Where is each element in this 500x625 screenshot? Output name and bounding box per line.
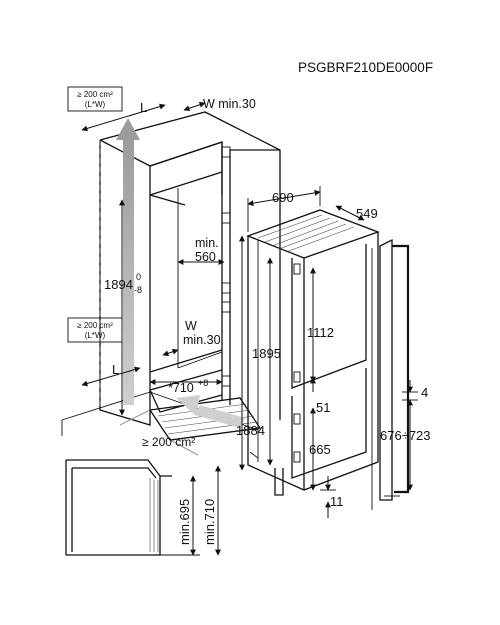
svg-text:min.: min. bbox=[195, 236, 219, 250]
niche-dimensions: L W min.30 1894 0 -8 min. 560 W min.30 L… bbox=[81, 97, 256, 416]
hinge-icon bbox=[221, 301, 231, 313]
hinge-bottom-icon bbox=[221, 375, 231, 387]
svg-text:690: 690 bbox=[272, 190, 294, 205]
svg-text:-8: -8 bbox=[134, 285, 142, 295]
svg-text:L: L bbox=[112, 362, 119, 377]
air-in-arrow-icon bbox=[176, 395, 200, 416]
svg-text:*710: *710 bbox=[168, 381, 194, 395]
svg-text:(L*W): (L*W) bbox=[85, 100, 106, 109]
door-panel: 4 676÷723 bbox=[371, 238, 431, 510]
panel-range: 676÷723 bbox=[380, 428, 431, 443]
svg-text:W min.30: W min.30 bbox=[203, 97, 256, 111]
appliance bbox=[246, 209, 380, 496]
hinge-top-icon bbox=[221, 146, 231, 158]
svg-text:51: 51 bbox=[316, 400, 330, 415]
svg-text:min.30: min.30 bbox=[183, 333, 221, 347]
svg-text:549: 549 bbox=[356, 206, 378, 221]
vent-floor-label: ≥ 200 cm² bbox=[142, 435, 195, 449]
svg-text:1884: 1884 bbox=[236, 423, 265, 438]
svg-text:+8: +8 bbox=[198, 378, 208, 388]
svg-text:W: W bbox=[185, 319, 197, 333]
svg-text:560: 560 bbox=[195, 250, 216, 264]
model-code: PSGBRF210DE0000F bbox=[298, 60, 433, 75]
svg-text:0: 0 bbox=[136, 272, 141, 282]
svg-text:L: L bbox=[140, 100, 147, 115]
appliance-dimensions: 690 549 1895 1884 1112 51 665 11 bbox=[236, 186, 378, 518]
hinge-icon bbox=[293, 413, 301, 425]
air-up-arrow-icon bbox=[116, 118, 140, 140]
vent-bottom-label: ≥ 200 cm² (L*W) bbox=[67, 317, 123, 343]
niche-cabinet bbox=[61, 111, 281, 456]
panel-offset: 4 bbox=[421, 385, 428, 400]
hinge-icon bbox=[293, 263, 301, 275]
svg-text:1895: 1895 bbox=[252, 346, 281, 361]
svg-text:665: 665 bbox=[309, 442, 331, 457]
svg-text:(L*W): (L*W) bbox=[85, 331, 106, 340]
hinge-icon bbox=[221, 282, 231, 294]
svg-text:11: 11 bbox=[330, 494, 344, 509]
hinge-icon bbox=[293, 451, 301, 463]
hinge-icon bbox=[221, 212, 231, 224]
svg-text:≥ 200 cm²: ≥ 200 cm² bbox=[77, 90, 113, 99]
plinth-min710: min.710 bbox=[202, 499, 217, 545]
vent-top-label: ≥ 200 cm² (L*W) bbox=[67, 86, 123, 112]
plinth-detail: min.695 min.710 bbox=[65, 459, 221, 556]
hinge-icon bbox=[293, 371, 301, 383]
plinth-min695: min.695 bbox=[177, 499, 192, 545]
svg-text:≥ 200 cm²: ≥ 200 cm² bbox=[77, 321, 113, 330]
svg-text:1894: 1894 bbox=[104, 277, 133, 292]
svg-text:1112: 1112 bbox=[307, 325, 334, 340]
